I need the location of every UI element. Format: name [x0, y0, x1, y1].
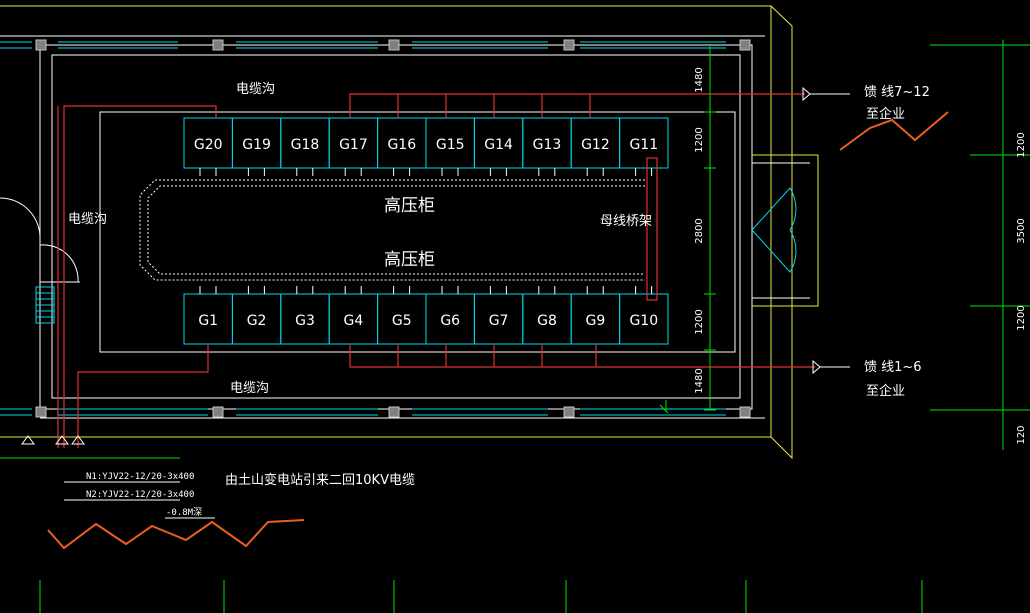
depth-note: -0.8M深	[166, 507, 202, 518]
bottom-cabinet-label: G10	[629, 313, 658, 329]
bottom-cabinet-label: G2	[247, 313, 267, 329]
feeder-bottom-line1: 馈 线1~6	[864, 360, 922, 375]
bottom-cabinet-label: G6	[440, 313, 460, 329]
cable-n1-label: N1:YJV22-12/20-3x400	[86, 472, 194, 482]
bottom-cabinet-label: G1	[198, 313, 218, 329]
top-cabinet-label: G11	[629, 137, 658, 153]
cable-note-leaders	[64, 481, 215, 519]
dimension-texts-right: 1200 3500 1200 120	[1016, 132, 1027, 444]
dimension-text: 3500	[1016, 218, 1027, 243]
cable-n2-label: N2:YJV22-12/20-3x400	[86, 490, 194, 500]
left-door	[0, 197, 80, 290]
break-lines	[47, 111, 949, 550]
top-cabinet-label: G13	[533, 137, 562, 153]
bottom-cabinet-label: G8	[537, 313, 557, 329]
bottom-cabinet-label: G5	[392, 313, 412, 329]
dimension-texts-middle: 1480 1200 2800 1200 1480	[694, 67, 705, 393]
right-door	[751, 154, 819, 307]
top-cabinet-label: G15	[436, 137, 465, 153]
bottom-cabinet-g10	[619, 293, 669, 345]
busbar-bridge-shape	[646, 157, 658, 301]
bottom-cabinet-label: G7	[489, 313, 509, 329]
feeder-bottom-line2: 至企业	[866, 383, 905, 399]
dimension-text: 120	[1016, 425, 1027, 444]
cabinet-row-top: G20 G19 G18 G17 G16 G15 G14 G13 G12 G11	[183, 117, 669, 176]
dimension-text: 1200	[1016, 132, 1027, 157]
dimension-text: 1200	[694, 309, 705, 334]
windows-top	[0, 41, 726, 49]
bottom-cabinet-label: G3	[295, 313, 315, 329]
building-outline	[0, 5, 793, 460]
busbar-bridge-label: 母线桥架	[600, 214, 652, 229]
dimension-lines	[0, 40, 1030, 613]
cable-trench-bottom-label: 电缆沟	[230, 380, 269, 396]
dimension-text: 1480	[694, 67, 705, 92]
top-cabinet-label: G12	[581, 137, 610, 153]
dimension-text: 1480	[694, 368, 705, 393]
dimension-text: 2800	[694, 218, 705, 243]
feeder-arrows	[21, 86, 850, 445]
columns	[35, 39, 751, 418]
top-cabinet-g11	[619, 117, 669, 169]
bottom-cabinet-label: G4	[344, 313, 364, 329]
cabinet-row-bottom: G1 G2 G3 G4 G5 G6 G7 G8 G9 G10	[183, 286, 669, 345]
top-cabinet-label: G20	[194, 137, 223, 153]
cable-trench-top-label: 电缆沟	[236, 81, 275, 97]
top-cabinet-label: G14	[484, 137, 513, 153]
dimension-text: 1200	[1016, 305, 1027, 330]
top-cabinet-label: G17	[339, 137, 368, 153]
feeder-top-line1: 馈 线7~12	[864, 85, 930, 100]
cable-trench-left-label: 电缆沟	[68, 211, 107, 227]
top-cabinet-label: G18	[291, 137, 320, 153]
windows-bottom	[0, 408, 726, 416]
top-cabinet-label: G19	[242, 137, 271, 153]
bottom-cabinet-label: G9	[586, 313, 606, 329]
source-note: 由土山变电站引来二回10KV电缆	[225, 472, 415, 488]
hv-cabinet-bottom-label: 高压柜	[384, 250, 435, 270]
dimension-text: 1200	[694, 127, 705, 152]
feeder-top-line2: 至企业	[866, 106, 905, 122]
hv-cabinet-top-label: 高压柜	[384, 196, 435, 216]
top-cabinet-label: G16	[387, 137, 416, 153]
red-cable-lines	[57, 93, 815, 448]
cable-trench-loop	[139, 179, 645, 281]
